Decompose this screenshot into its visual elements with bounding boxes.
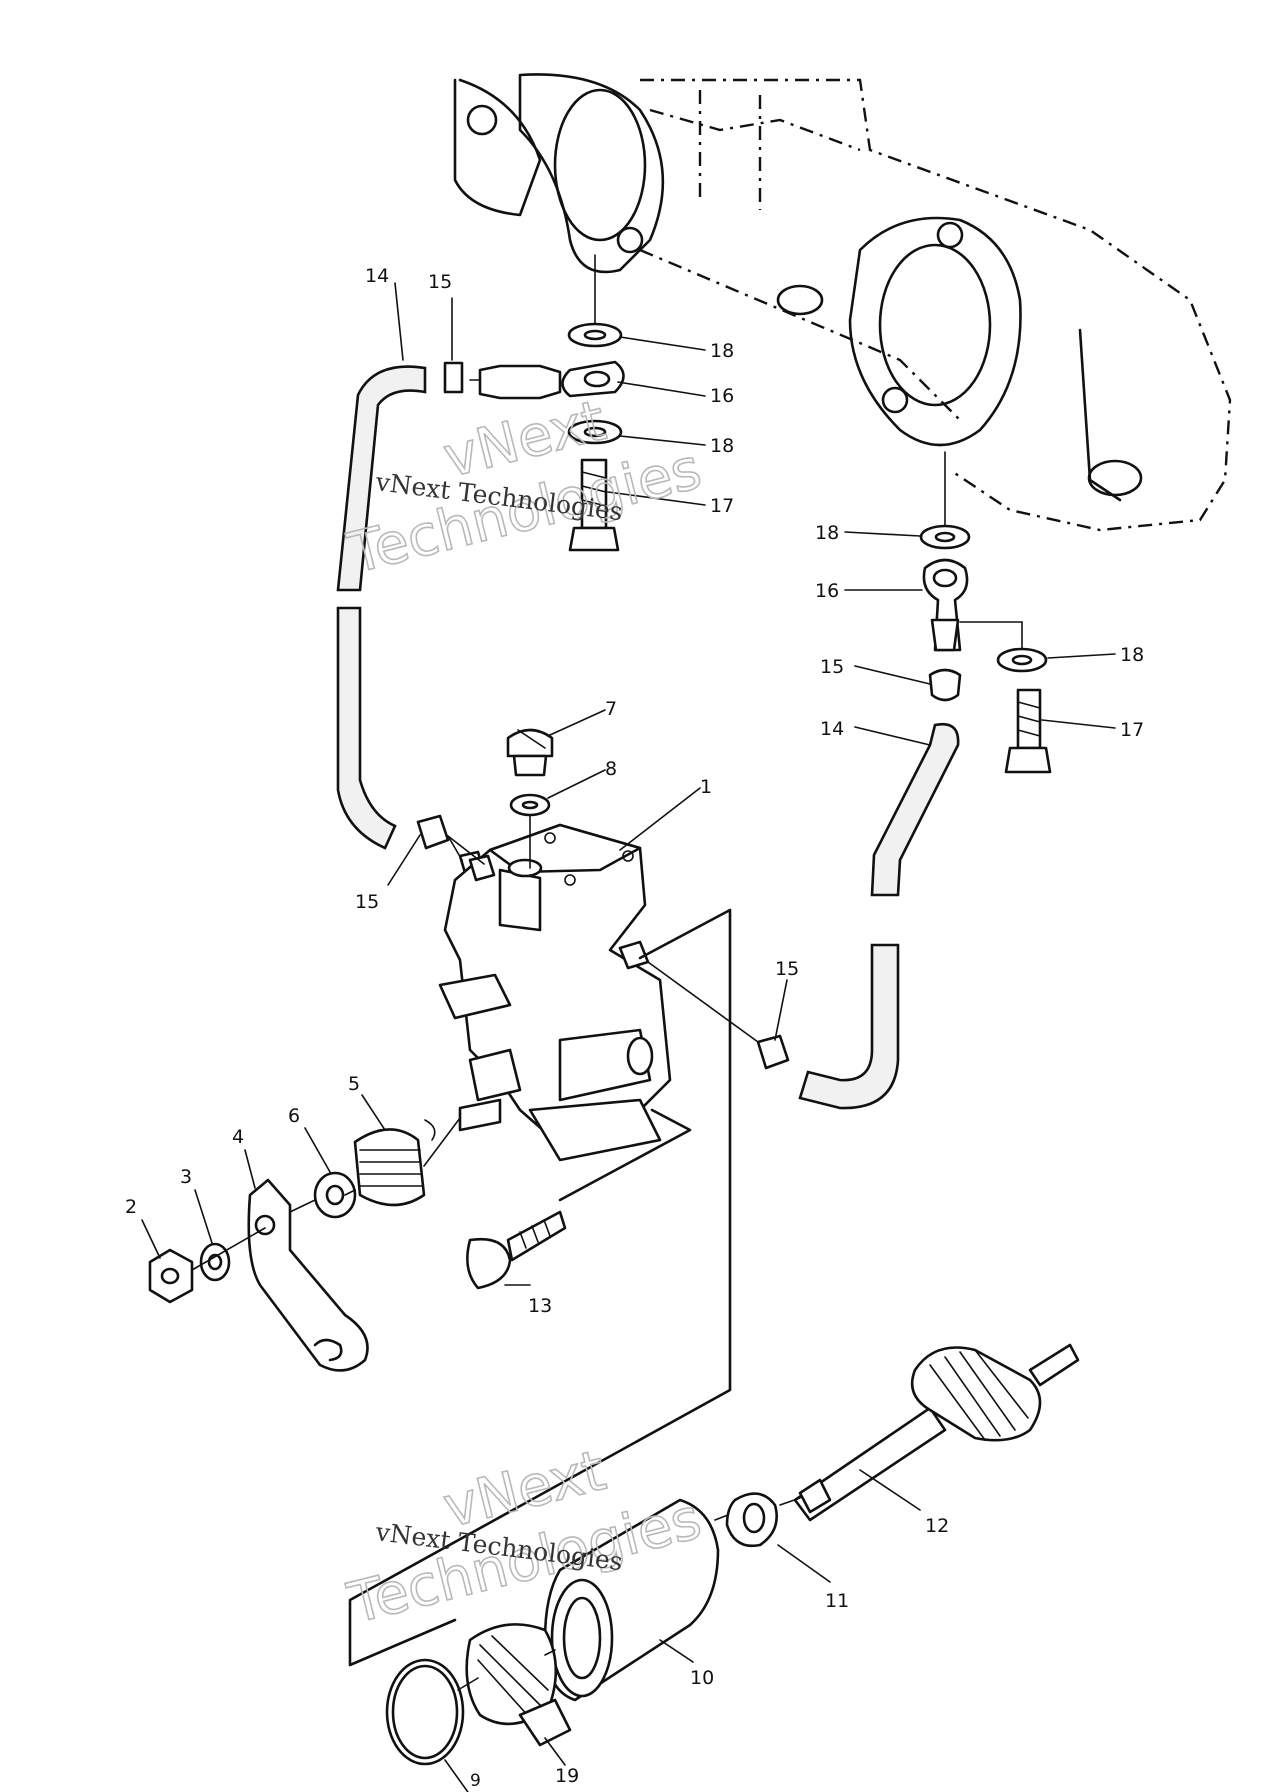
callout-15: 15 — [775, 958, 799, 980]
plug-7 — [506, 728, 554, 758]
callout-1: 1 — [700, 776, 712, 798]
callout-3: 3 — [180, 1166, 192, 1188]
hose-14-right — [870, 722, 960, 897]
nipple-fitting — [478, 364, 562, 400]
leader-lines — [141, 282, 1116, 1792]
screw-13 — [466, 1237, 512, 1290]
pump-shaft — [458, 1098, 502, 1132]
hose-14-left — [336, 365, 427, 592]
lever-arm-4 — [247, 1178, 369, 1372]
callout-13: 13 — [528, 1295, 552, 1317]
callout-15: 15 — [428, 271, 452, 293]
plug-and-washer — [506, 728, 554, 869]
callout-16: 16 — [710, 385, 734, 407]
callout-14: 14 — [365, 265, 389, 287]
hose-clip-15-upper — [443, 361, 464, 394]
callout-14: 14 — [820, 718, 844, 740]
hose-clip-15-right-lower — [756, 1034, 790, 1070]
engine-crankcase — [453, 73, 1232, 532]
callout-labels: 14 15 18 16 18 17 18 16 18 15 14 17 7 8 … — [125, 265, 1144, 1791]
left-feed-line — [336, 254, 625, 878]
callout-18: 18 — [815, 522, 839, 544]
callout-10: 10 — [690, 1667, 714, 1689]
callout-18: 18 — [710, 435, 734, 457]
callout-4: 4 — [232, 1126, 244, 1148]
callout-7: 7 — [605, 698, 617, 720]
spring-5 — [353, 1128, 426, 1207]
callout-16: 16 — [815, 580, 839, 602]
callout-11: 11 — [825, 1590, 849, 1612]
callout-9: 9 — [470, 1771, 481, 1791]
right-feed-line — [756, 451, 1052, 1110]
drive-shaft-12 — [793, 1406, 947, 1522]
callout-12: 12 — [925, 1515, 949, 1537]
hose-clip-15-mid-left — [416, 814, 450, 850]
oil-pump-assembly — [348, 823, 759, 1667]
callout-15: 15 — [820, 656, 844, 678]
drive-gear — [910, 1346, 1042, 1442]
hose-clip-15-right-upper — [928, 668, 962, 702]
callout-18: 18 — [1120, 644, 1144, 666]
callout-6: 6 — [288, 1105, 300, 1127]
callout-17: 17 — [710, 495, 734, 517]
callout-17: 17 — [1120, 719, 1144, 741]
o-ring-9 — [385, 1658, 465, 1766]
callout-18: 18 — [710, 340, 734, 362]
callout-5: 5 — [348, 1073, 360, 1095]
callout-2: 2 — [125, 1196, 137, 1218]
callout-8: 8 — [605, 758, 617, 780]
lever-assembly — [148, 1117, 567, 1372]
callout-15: 15 — [355, 891, 379, 913]
callout-19: 19 — [555, 1765, 579, 1787]
drive-gear-assembly — [385, 1343, 1080, 1766]
